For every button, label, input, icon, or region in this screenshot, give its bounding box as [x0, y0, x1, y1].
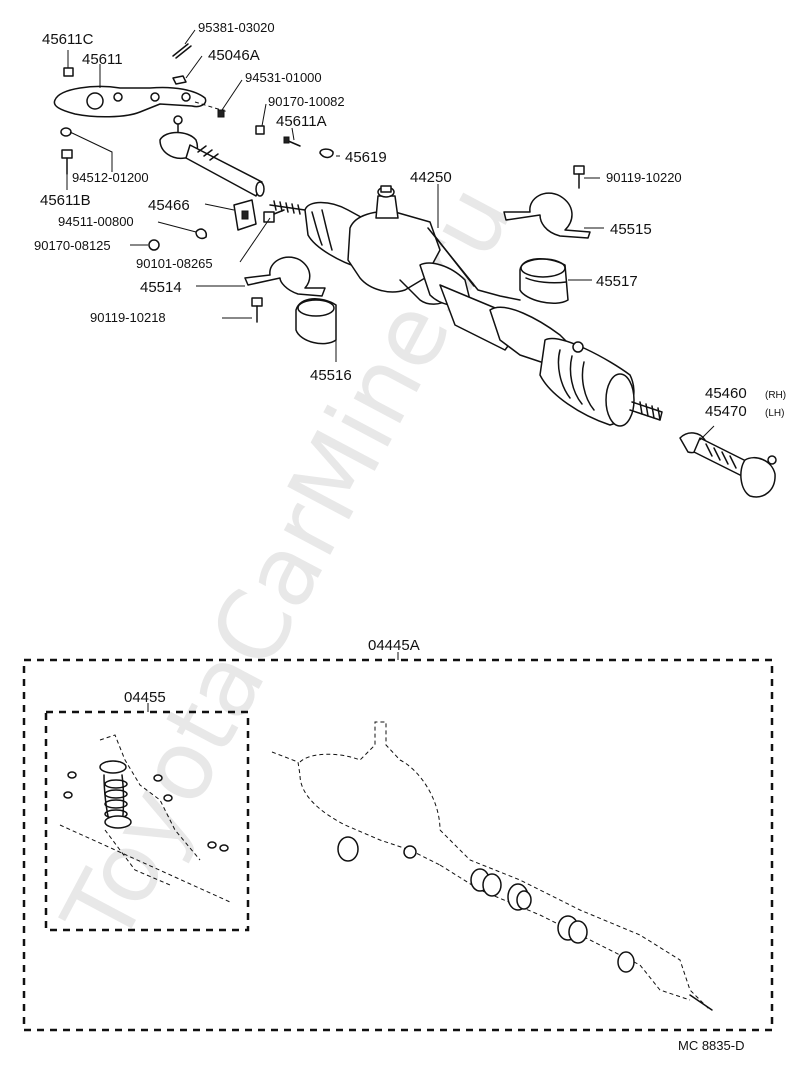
label-94512-01200: 94512-01200 — [72, 170, 149, 185]
label-45470-side: (LH) — [765, 408, 784, 419]
pin-94531 — [217, 109, 225, 118]
kit-04445A-box — [22, 652, 774, 1032]
bolt-90119-10218 — [251, 297, 263, 323]
grommet-45517 — [519, 258, 569, 304]
steering-rack-44250 — [304, 185, 663, 427]
left-tie-rod-end — [159, 115, 265, 197]
label-94531-01000: 94531-01000 — [245, 70, 322, 85]
label-45460: 45460 — [705, 385, 747, 402]
nut-45046A — [172, 75, 187, 85]
label-90170-08125: 90170-08125 — [34, 238, 111, 253]
label-45460-side: (RH) — [765, 390, 786, 401]
bracket-45515 — [503, 192, 591, 239]
bracket-45514 — [244, 256, 326, 297]
kit-04455-seals-springs — [59, 734, 231, 903]
clamp-45466 — [233, 199, 257, 231]
label-45470: 45470 — [705, 403, 747, 420]
bolt-45611B — [61, 149, 73, 175]
left-rack-end-thread — [269, 200, 306, 215]
grommet-45516 — [295, 298, 337, 345]
bushing-45619 — [319, 148, 334, 159]
footer-code: MC 8835-D — [678, 1038, 744, 1053]
nut-90170-10082 — [255, 125, 265, 135]
label-90101-08265: 90101-08265 — [136, 256, 213, 271]
label-45611C: 45611C — [42, 31, 94, 48]
cotter-pin-95381 — [172, 43, 192, 59]
label-45611B: 45611B — [40, 192, 91, 209]
label-45517: 45517 — [596, 273, 638, 290]
nut-45611C — [63, 67, 74, 77]
label-45611: 45611 — [82, 51, 123, 68]
label-45046A: 45046A — [208, 47, 260, 64]
clip-94511 — [195, 228, 208, 240]
nut-90170-08125 — [148, 239, 160, 251]
label-45516: 45516 — [310, 367, 352, 384]
label-90170-10082: 90170-10082 — [268, 94, 345, 109]
label-45514: 45514 — [140, 279, 182, 296]
knuckle-arm-45611 — [53, 85, 229, 118]
label-90119-10218: 90119-10218 — [90, 310, 166, 325]
label-04455: 04455 — [124, 689, 166, 706]
label-44250: 44250 — [410, 169, 452, 186]
bolt-90101 — [263, 209, 285, 223]
kit-04455-box — [44, 703, 250, 932]
right-tie-rod-end — [679, 432, 777, 498]
label-45466: 45466 — [148, 197, 190, 214]
label-95381-03020: 95381-03020 — [198, 20, 275, 35]
label-45515: 45515 — [610, 221, 652, 238]
washer-94512 — [60, 127, 72, 137]
bolt-90119-10220 — [573, 165, 585, 189]
leader-lines-upper — [66, 29, 715, 441]
label-94511-00800: 94511-00800 — [58, 214, 134, 229]
label-04445A: 04445A — [368, 637, 420, 654]
label-90119-10220: 90119-10220 — [606, 170, 682, 185]
label-45611A: 45611A — [276, 113, 327, 130]
bolt-45611A — [283, 136, 301, 147]
kit-04445A-rack-outline — [271, 721, 713, 1011]
label-45619: 45619 — [345, 149, 387, 166]
